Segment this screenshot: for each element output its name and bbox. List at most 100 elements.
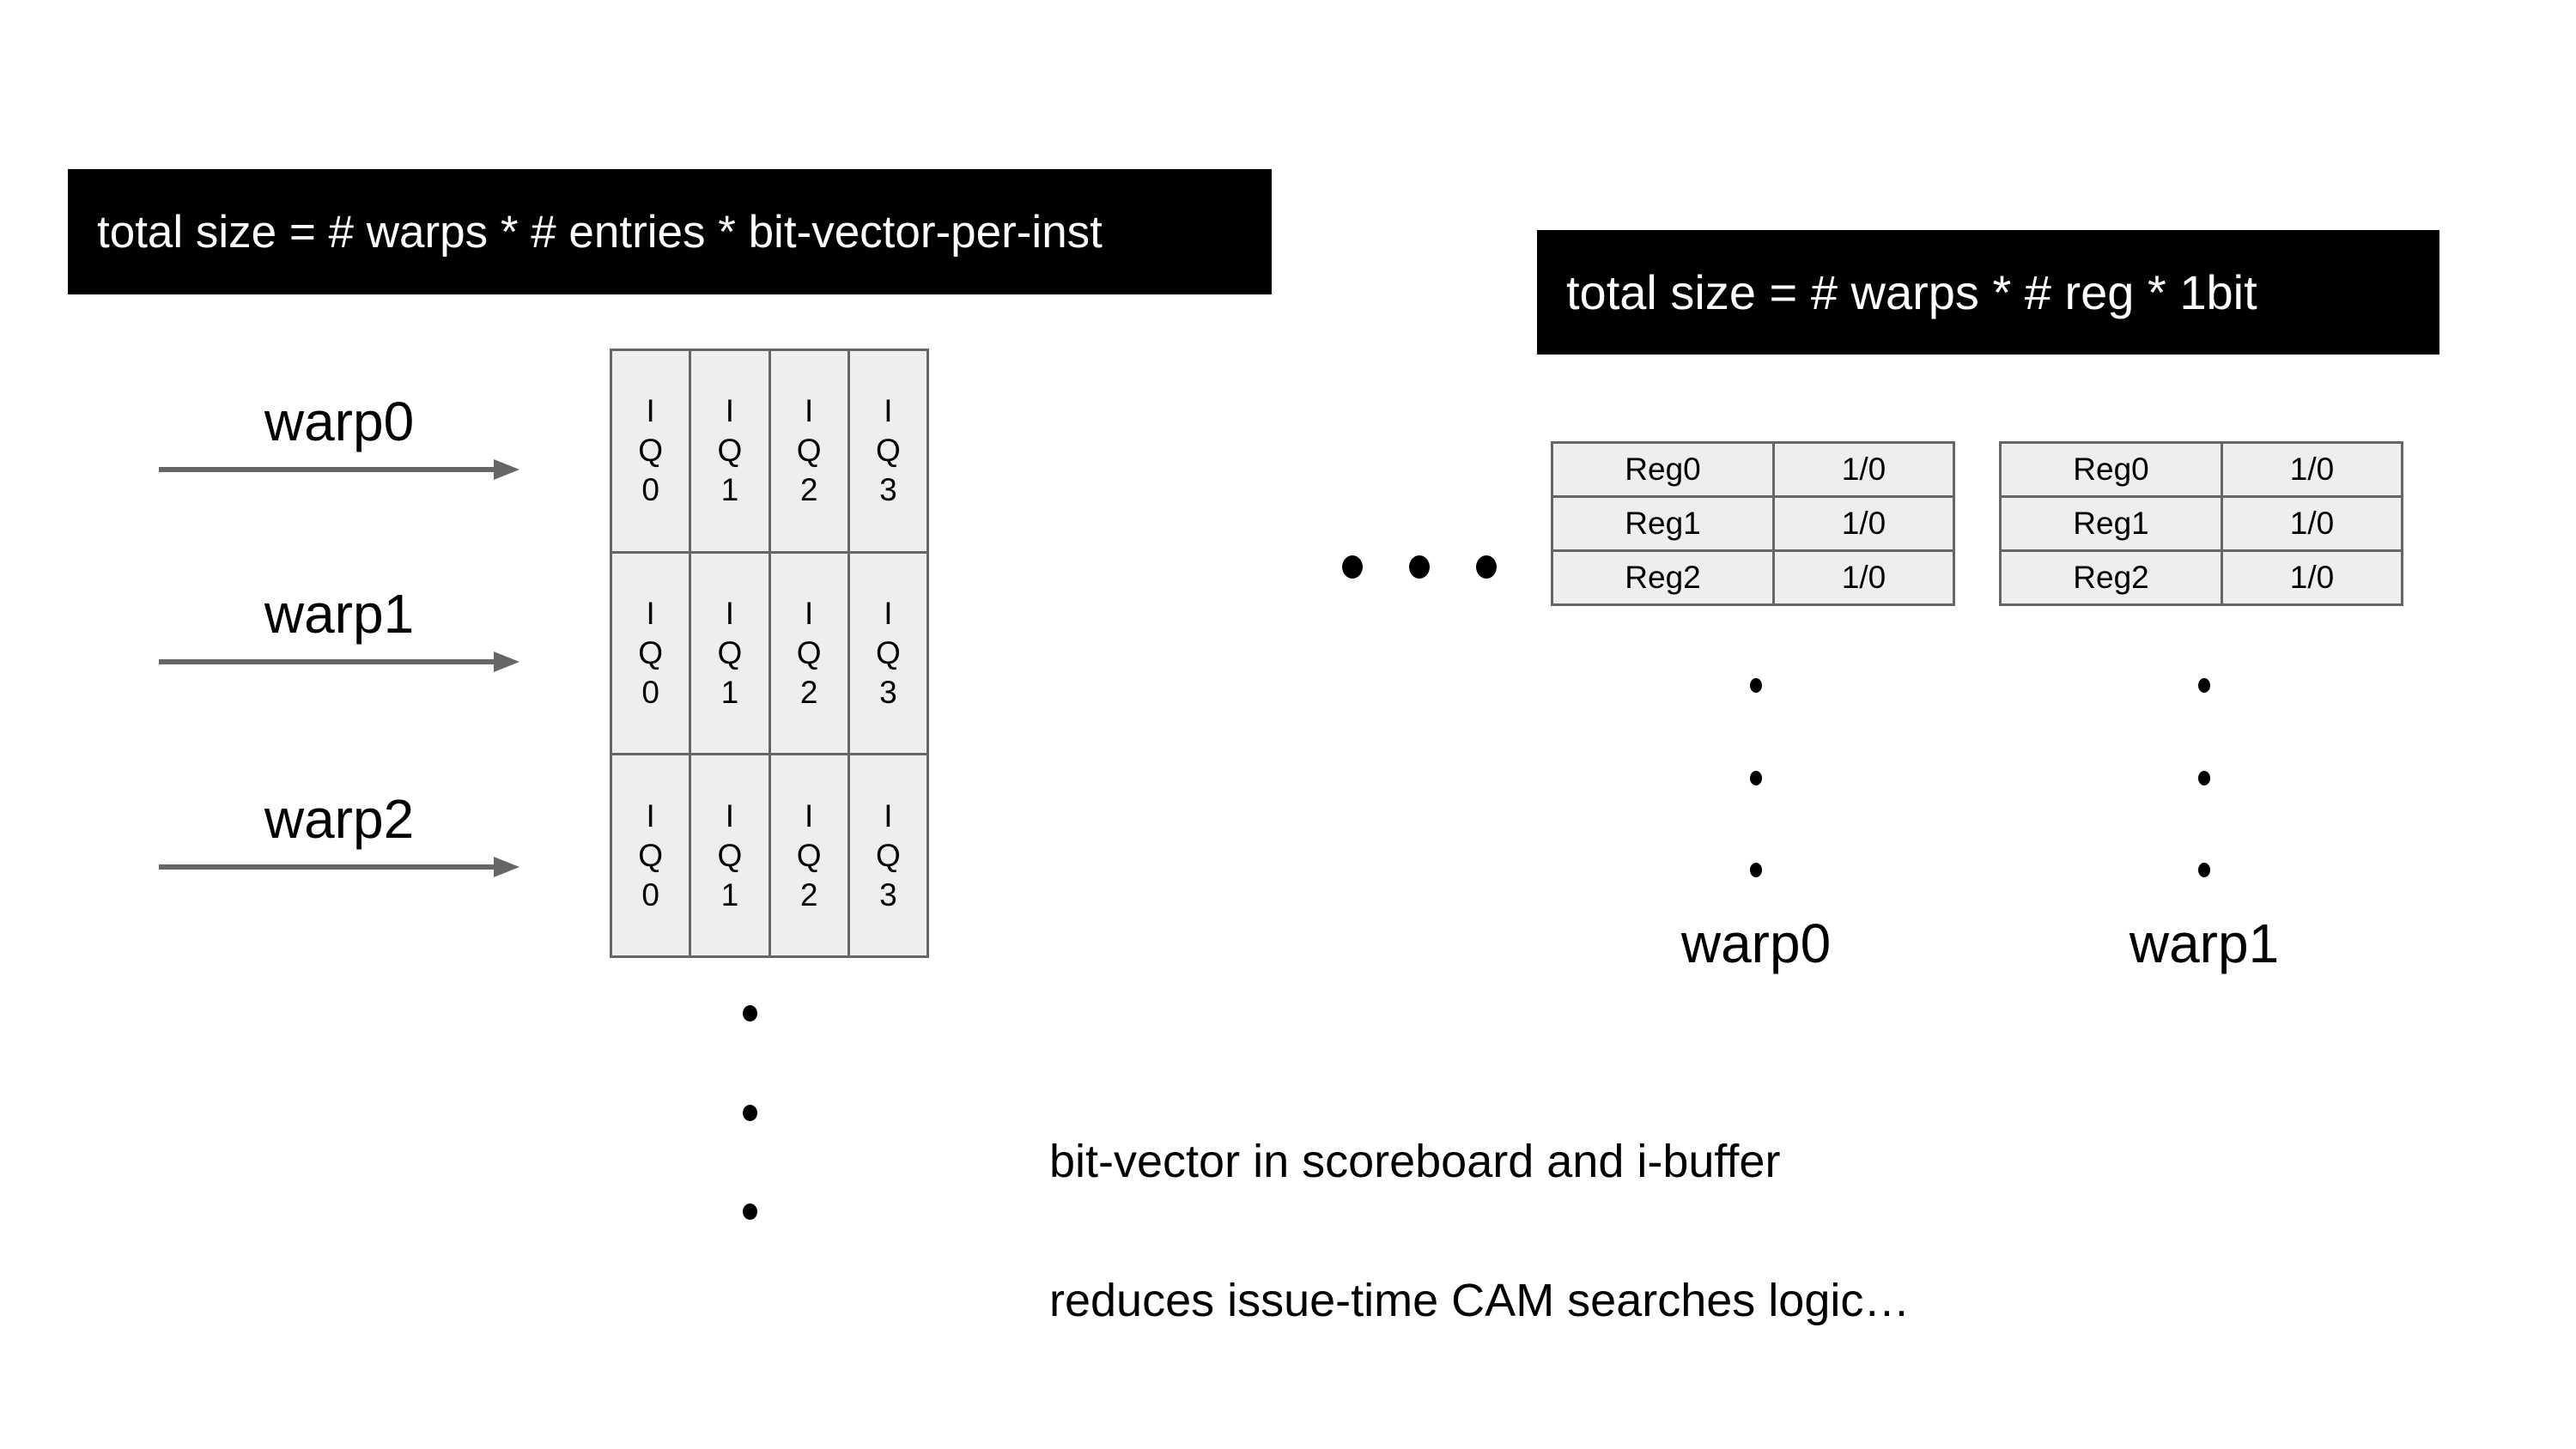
note-line-1: bit-vector in scoreboard and i-buffer: [1049, 1136, 1781, 1187]
ellipsis-dot-icon: [1476, 555, 1497, 579]
iq-cell: I Q 0: [612, 755, 692, 956]
iq-cell-line-2: Q: [638, 433, 664, 469]
register-bit-value: 1/0: [1841, 506, 1886, 541]
ellipsis-dot-icon: [1409, 555, 1430, 579]
iq-cell-line-3: 2: [799, 876, 818, 912]
banner-reg-total-size: total size = # warps * # reg * 1bit: [1537, 230, 2439, 355]
instruction-queue-grid: I Q 0 I Q 1 I Q 2 I Q 3 I Q: [610, 349, 929, 958]
iq-cell-line-1: I: [725, 596, 735, 631]
ellipsis-dot-icon: [1750, 863, 1762, 877]
iq-cell-line-1: I: [804, 797, 814, 834]
iq-cell-line-3: 0: [641, 675, 659, 710]
ellipsis-dot-icon: [742, 1104, 757, 1121]
note-line-2: reduces issue-time CAM searches logic…: [1049, 1275, 1911, 1326]
iq-cell-line-3: 2: [799, 472, 818, 508]
warp-arrow-label-0: warp0: [264, 391, 415, 452]
register-bit-value: 1/0: [2289, 560, 2335, 595]
iq-cell-line-3: 1: [720, 472, 739, 508]
banner-reg-text: total size = # warps * # reg * 1bit: [1566, 265, 2257, 319]
iq-cell-line-1: I: [884, 393, 893, 429]
iq-grid-vertical-ellipsis: [740, 1005, 759, 1220]
iq-grid-row: I Q 0 I Q 1 I Q 2 I Q 3: [612, 553, 927, 756]
register-bit-value: 1/0: [2289, 452, 2335, 487]
iq-cell: I Q 0: [612, 553, 692, 754]
arrow-right-icon: [159, 857, 519, 877]
table-row: Reg2 1/0: [2002, 552, 2401, 603]
ellipsis-dot-icon: [1750, 770, 1762, 785]
register-name: Reg2: [1553, 552, 1775, 603]
ellipsis-dot-icon: [2198, 863, 2210, 877]
iq-cell-line-2: Q: [796, 635, 822, 670]
iq-cell: I Q 3: [849, 351, 927, 551]
register-name: Reg0: [1553, 444, 1775, 495]
warp-arrow-row-0: warp0: [159, 391, 519, 502]
iq-cell-line-2: Q: [796, 433, 822, 469]
iq-cell-line-2: Q: [717, 433, 743, 469]
warp-arrow-label-2: warp2: [264, 788, 415, 850]
iq-cell: I Q 1: [691, 755, 771, 956]
register-scoreboard-table-warp1: Reg0 1/0 Reg1 1/0 Reg2 1/0: [1999, 441, 2403, 606]
iq-grid-row: I Q 0 I Q 1 I Q 2 I Q 3: [612, 755, 927, 956]
register-table-caption-warp1: warp1: [2129, 912, 2280, 974]
register-table-caption-warp0: warp0: [1680, 912, 1832, 974]
iq-cell-line-1: I: [804, 596, 814, 631]
table-row: Reg0 1/0: [1553, 444, 1953, 498]
iq-cell: I Q 3: [849, 553, 927, 754]
iq-cell-line-2: Q: [717, 837, 743, 873]
iq-cell-line-1: I: [725, 393, 735, 429]
register-bit-value: 1/0: [1841, 560, 1886, 595]
iq-cell-line-3: 3: [879, 876, 897, 912]
iq-cell: I Q 0: [612, 351, 692, 551]
warp-arrow-label-1: warp1: [264, 583, 415, 645]
register-name: Reg0: [2002, 444, 2223, 495]
iq-cell-line-2: Q: [875, 635, 901, 670]
iq-cell: I Q 3: [849, 755, 927, 956]
iq-cell: I Q 2: [770, 553, 850, 754]
register-table-warp0-vertical-ellipsis: [1747, 678, 1765, 877]
section-horizontal-ellipsis: [1342, 549, 1497, 584]
warp-arrow-row-1: warp1: [159, 583, 519, 694]
register-bit-value: 1/0: [1841, 452, 1886, 487]
ellipsis-dot-icon: [2198, 678, 2210, 693]
arrow-right-icon: [159, 652, 519, 672]
iq-cell: I Q 2: [770, 755, 850, 956]
iq-cell-line-2: Q: [875, 837, 901, 873]
ellipsis-dot-icon: [742, 1005, 757, 1022]
iq-cell-line-3: 0: [641, 472, 659, 508]
iq-cell-line-1: I: [884, 797, 893, 834]
iq-cell-line-3: 1: [720, 675, 739, 710]
iq-cell-line-1: I: [646, 393, 655, 429]
table-row: Reg2 1/0: [1553, 552, 1953, 603]
iq-cell-line-1: I: [646, 596, 655, 631]
register-table-warp1-vertical-ellipsis: [2195, 678, 2214, 877]
table-row: Reg1 1/0: [1553, 498, 1953, 552]
iq-cell-line-2: Q: [717, 635, 743, 670]
banner-iq-total-size: total size = # warps * # entries * bit-v…: [68, 169, 1272, 294]
arrow-right-icon: [159, 459, 519, 480]
register-bit-value: 1/0: [2289, 506, 2335, 541]
iq-cell-line-1: I: [884, 596, 893, 631]
iq-cell-line-1: I: [646, 797, 655, 834]
register-scoreboard-table-warp0: Reg0 1/0 Reg1 1/0 Reg2 1/0: [1551, 441, 1955, 606]
register-name: Reg2: [2002, 552, 2223, 603]
register-name: Reg1: [1553, 498, 1775, 549]
table-row: Reg0 1/0: [2002, 444, 2401, 498]
ellipsis-dot-icon: [742, 1203, 757, 1220]
ellipsis-dot-icon: [1750, 678, 1762, 693]
register-name: Reg1: [2002, 498, 2223, 549]
iq-cell-line-1: I: [725, 797, 735, 834]
table-row: Reg1 1/0: [2002, 498, 2401, 552]
iq-cell: I Q 1: [691, 351, 771, 551]
ellipsis-dot-icon: [1342, 555, 1363, 579]
iq-cell-line-2: Q: [638, 635, 664, 670]
iq-cell-line-3: 0: [641, 876, 659, 912]
iq-cell-line-1: I: [804, 393, 814, 429]
ellipsis-dot-icon: [2198, 770, 2210, 785]
iq-cell: I Q 1: [691, 553, 771, 754]
banner-iq-text: total size = # warps * # entries * bit-v…: [97, 206, 1103, 258]
iq-cell-line-3: 3: [879, 472, 897, 508]
iq-cell: I Q 2: [770, 351, 850, 551]
iq-cell-line-2: Q: [796, 837, 822, 873]
iq-cell-line-3: 2: [799, 675, 818, 710]
